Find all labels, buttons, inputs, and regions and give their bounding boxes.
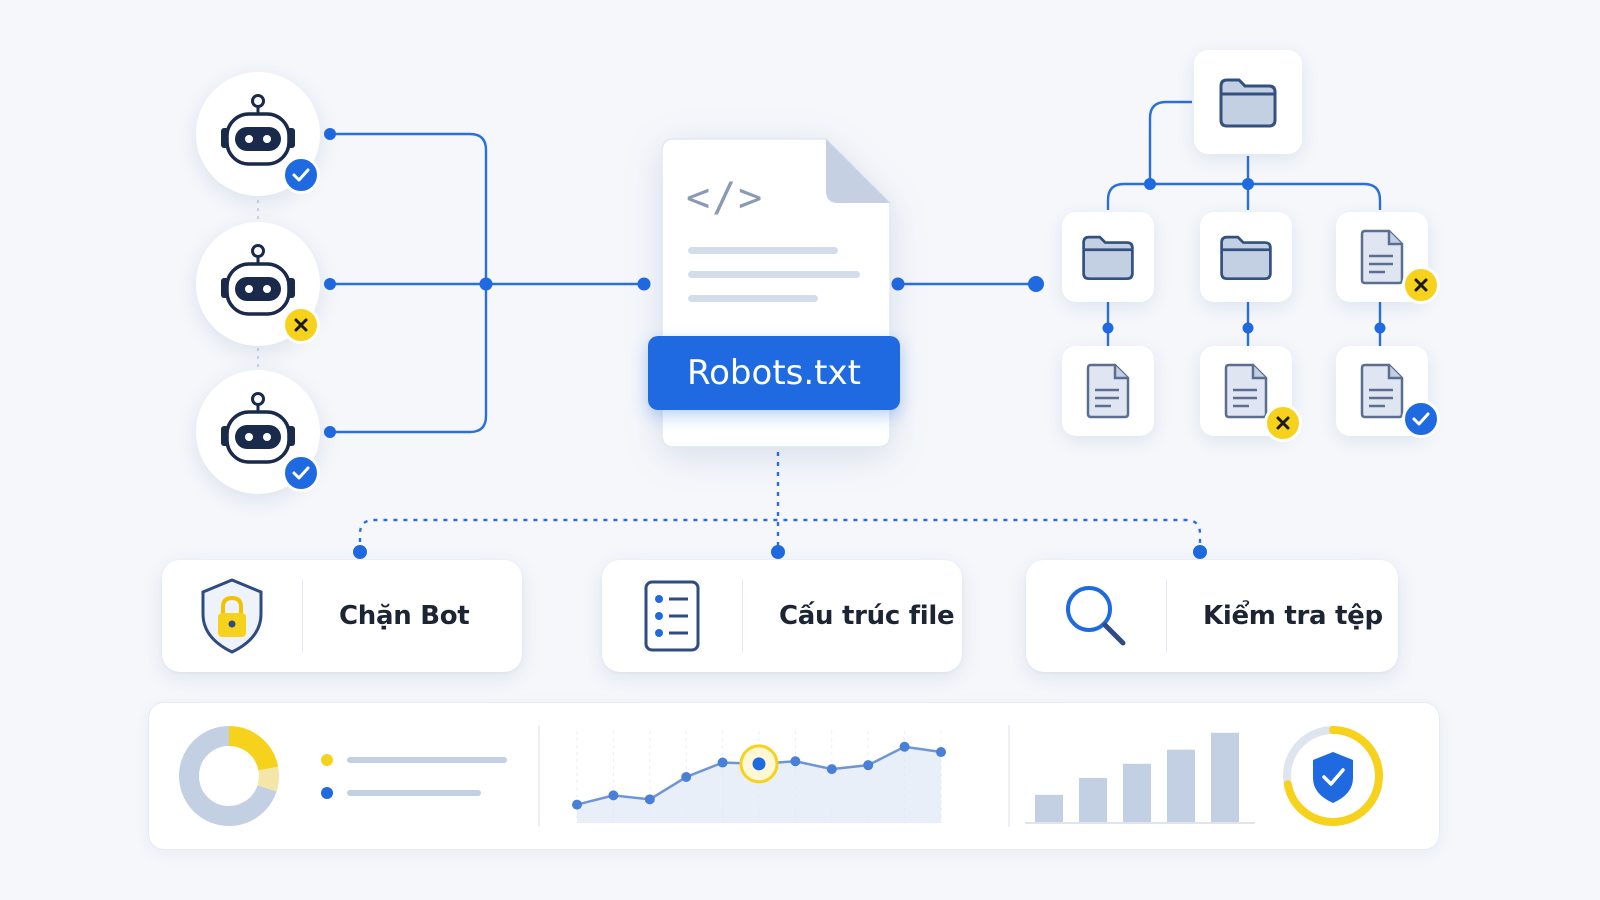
tree-folder-1[interactable] bbox=[1062, 212, 1154, 302]
check-icon bbox=[292, 466, 310, 480]
legend bbox=[321, 754, 507, 799]
robot-allowed-1[interactable] bbox=[196, 72, 320, 196]
tree-folder-2[interactable] bbox=[1200, 212, 1292, 302]
code-icon: </> bbox=[686, 175, 765, 221]
check-icon bbox=[292, 168, 310, 182]
line-point bbox=[826, 764, 837, 775]
robot-blocked[interactable] bbox=[196, 222, 320, 346]
line-point bbox=[863, 760, 874, 771]
connector-dots bbox=[324, 128, 1386, 559]
line-chart bbox=[572, 731, 946, 823]
line-point bbox=[717, 757, 728, 768]
robot-icon bbox=[221, 392, 295, 464]
line-point bbox=[644, 794, 655, 805]
feature-label: Chặn Bot bbox=[339, 601, 470, 631]
blocked-badge bbox=[1402, 266, 1440, 304]
allowed-badge bbox=[282, 454, 320, 492]
bar bbox=[1167, 749, 1195, 823]
line-point bbox=[899, 741, 910, 752]
blocked-badge bbox=[282, 306, 320, 344]
file-icon bbox=[1360, 363, 1404, 419]
feature-card-check-file[interactable]: Kiểm tra tệp bbox=[1026, 560, 1398, 672]
file-icon bbox=[1086, 363, 1130, 419]
tree-file-blocked-2[interactable] bbox=[1200, 346, 1302, 442]
features-bus-line bbox=[358, 518, 1202, 552]
legend-line bbox=[347, 790, 481, 796]
magnifier-icon bbox=[1066, 586, 1126, 646]
tree-root-folder[interactable] bbox=[1194, 50, 1302, 154]
shield-lock-icon bbox=[201, 578, 263, 654]
file-icon bbox=[1224, 363, 1268, 419]
line-point bbox=[790, 756, 801, 767]
line-point bbox=[608, 790, 619, 801]
x-icon bbox=[294, 318, 308, 332]
tree-file-blocked-1[interactable] bbox=[1336, 212, 1440, 304]
bar bbox=[1211, 732, 1239, 823]
robot-icon bbox=[221, 94, 295, 166]
stats-graphics bbox=[179, 725, 1383, 827]
tree-root-link bbox=[1148, 100, 1192, 184]
gauge-progress bbox=[1283, 726, 1383, 826]
check-icon bbox=[1412, 412, 1430, 426]
bar-chart bbox=[1025, 732, 1255, 824]
blocked-badge bbox=[1264, 404, 1302, 442]
robot-icon bbox=[221, 244, 295, 316]
bar bbox=[1035, 794, 1063, 823]
tree-file-allowed[interactable] bbox=[1336, 346, 1440, 438]
feature-card-block-bot[interactable]: Chặn Bot bbox=[162, 560, 522, 672]
feature-label: Cấu trúc file bbox=[779, 601, 955, 631]
folder-icon bbox=[1082, 235, 1134, 281]
file-icon bbox=[1360, 229, 1404, 285]
stats-panel bbox=[148, 702, 1440, 850]
x-icon bbox=[1414, 278, 1428, 292]
legend-dot-blue bbox=[321, 787, 333, 799]
legend-line bbox=[347, 757, 507, 763]
line-point bbox=[936, 747, 946, 758]
donut-chart bbox=[179, 726, 279, 826]
line-point bbox=[572, 799, 582, 810]
shield-check-icon bbox=[1313, 752, 1353, 803]
list-document-icon bbox=[644, 580, 700, 652]
donut-segment bbox=[179, 726, 279, 826]
tree-file-1[interactable] bbox=[1062, 346, 1154, 436]
allowed-badge bbox=[282, 156, 320, 194]
allowed-badge bbox=[1402, 400, 1440, 438]
feature-card-file-structure[interactable]: Cấu trúc file bbox=[602, 560, 962, 672]
highlight-point bbox=[752, 757, 766, 771]
line-point bbox=[681, 772, 692, 782]
legend-dot-yellow bbox=[321, 754, 333, 766]
security-gauge bbox=[1283, 726, 1383, 826]
bar bbox=[1079, 777, 1107, 823]
folder-icon bbox=[1219, 78, 1277, 128]
x-icon bbox=[1276, 416, 1290, 430]
robot-allowed-2[interactable] bbox=[196, 370, 320, 494]
feature-label: Kiểm tra tệp bbox=[1203, 601, 1383, 631]
robots-txt-label: Robots.txt bbox=[648, 336, 900, 410]
folder-icon bbox=[1220, 235, 1272, 281]
donut-segment bbox=[179, 726, 279, 826]
line-area bbox=[577, 746, 941, 823]
check-icon bbox=[1322, 768, 1345, 786]
bar bbox=[1123, 763, 1151, 823]
dotted-connectors bbox=[358, 452, 1202, 552]
